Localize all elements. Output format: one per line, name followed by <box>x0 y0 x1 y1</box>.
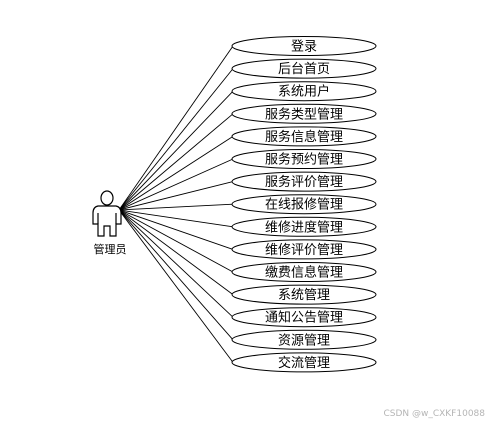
association-line <box>118 203 234 211</box>
use-case-ellipse <box>231 36 377 56</box>
use-case: 通知公告管理 <box>231 307 377 328</box>
association-line <box>118 209 234 341</box>
actor-label: 管理员 <box>94 242 127 256</box>
use-case-label: 系统用户 <box>278 84 330 100</box>
association-line <box>118 209 234 250</box>
use-case-label: 后台首页 <box>278 62 330 77</box>
use-case-label: 服务类型管理 <box>265 106 343 122</box>
use-case-label: 系统管理 <box>278 288 330 303</box>
association-line <box>118 45 234 211</box>
use-case: 交流管理 <box>231 352 377 373</box>
use-case: 服务信息管理 <box>231 126 377 147</box>
use-case-ellipse <box>231 284 377 305</box>
use-case-ellipse <box>231 149 377 169</box>
use-case-label: 服务预约管理 <box>265 152 343 168</box>
use-case-ellipse <box>231 352 377 373</box>
association-line <box>118 209 234 273</box>
use-case: 维修评价管理 <box>231 239 377 260</box>
association-line <box>118 158 234 211</box>
use-case: 维修进度管理 <box>231 216 377 237</box>
use-case: 服务评价管理 <box>231 171 377 192</box>
use-case-ellipse <box>231 307 377 328</box>
use-case-ellipse <box>231 262 377 282</box>
use-case-ellipse <box>231 103 377 124</box>
use-case-label: 交流管理 <box>278 355 330 371</box>
use-case-ellipse <box>231 216 377 237</box>
use-case-label: 维修评价管理 <box>265 243 343 258</box>
use-case-ellipse <box>231 329 377 350</box>
use-case: 系统管理 <box>231 284 377 305</box>
use-case: 登录 <box>231 36 377 56</box>
association-line <box>118 136 234 211</box>
actor-figure: 管理员 <box>92 190 127 256</box>
use-case-ellipse <box>231 58 377 79</box>
use-case-label: 缴费信息管理 <box>265 265 343 281</box>
association-line <box>118 181 234 211</box>
use-case: 系统用户 <box>231 81 377 102</box>
use-case: 服务类型管理 <box>231 103 377 124</box>
use-case-label: 登录 <box>291 40 317 55</box>
use-case-ellipse <box>231 194 377 215</box>
use-case-label: 服务评价管理 <box>265 174 343 190</box>
use-case-ellipse <box>231 171 377 192</box>
association-line <box>118 209 234 228</box>
use-case-list: 登录后台首页系统用户服务类型管理服务信息管理服务预约管理服务评价管理在线报修管理… <box>231 36 377 373</box>
association-line <box>118 209 234 318</box>
use-case: 资源管理 <box>231 329 377 350</box>
association-line <box>118 68 234 211</box>
use-case-ellipse <box>231 126 377 147</box>
use-case-label: 服务信息管理 <box>265 129 343 145</box>
association-lines <box>118 45 234 363</box>
association-line <box>118 90 234 211</box>
use-case-ellipse <box>231 81 377 102</box>
use-case-label: 资源管理 <box>278 333 330 348</box>
use-case-ellipse <box>231 239 377 260</box>
association-line <box>118 113 234 211</box>
association-line <box>118 209 234 295</box>
use-case: 缴费信息管理 <box>231 262 377 282</box>
use-case: 后台首页 <box>231 58 377 79</box>
use-case-label: 通知公告管理 <box>265 310 343 326</box>
watermark: CSDN @w_CXKF10088 <box>383 409 485 419</box>
use-case: 服务预约管理 <box>231 149 377 169</box>
association-line <box>118 209 234 363</box>
use-case-label: 维修进度管理 <box>265 219 343 235</box>
use-case-label: 在线报修管理 <box>265 198 343 213</box>
person-icon <box>92 190 122 237</box>
use-case: 在线报修管理 <box>231 194 377 215</box>
